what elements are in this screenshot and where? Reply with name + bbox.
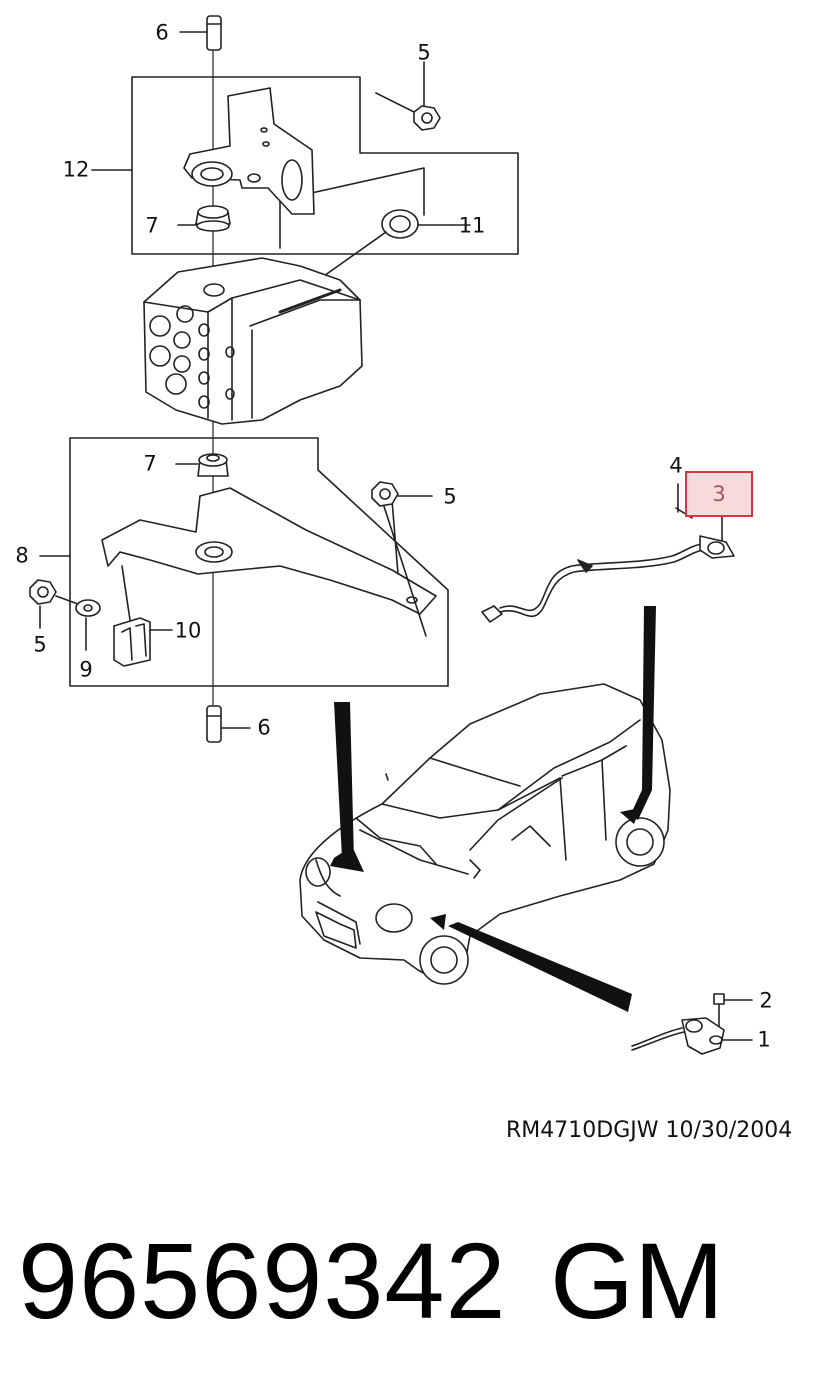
callout-1: 1 bbox=[757, 1027, 771, 1052]
callout-7-top: 7 bbox=[145, 213, 159, 238]
rubber-damper bbox=[113, 565, 173, 667]
drawing-code-date: RM4710DGJW 10/30/2004 bbox=[506, 1118, 793, 1143]
part-number: 96569342 bbox=[18, 1220, 507, 1341]
abs-hydraulic-unit bbox=[143, 257, 363, 425]
washer bbox=[75, 599, 101, 651]
callout-12: 12 bbox=[62, 157, 90, 182]
lower-bracket bbox=[101, 487, 437, 637]
callout-5-lower-right: 5 bbox=[443, 484, 457, 509]
brand-name: GM bbox=[550, 1220, 724, 1341]
nut-lower-right bbox=[371, 481, 433, 507]
callout-5-lower-left: 5 bbox=[33, 632, 47, 657]
grommet-lower bbox=[175, 453, 229, 477]
nut-lower-left bbox=[29, 579, 79, 629]
callout-leaders bbox=[91, 169, 471, 226]
lower-bracket-group-frame bbox=[39, 437, 449, 687]
location-pointers bbox=[330, 606, 656, 1012]
upper-bracket bbox=[183, 87, 315, 215]
bolt-top bbox=[179, 15, 222, 51]
callout-11: 11 bbox=[458, 213, 486, 238]
callout-2: 2 bbox=[759, 988, 773, 1013]
car-outline bbox=[299, 683, 671, 985]
bolt-bottom bbox=[206, 705, 251, 743]
callout-3-highlighted[interactable]: 3 bbox=[685, 471, 753, 517]
callout-6-top: 6 bbox=[155, 20, 169, 45]
upper-bracket-group-frame bbox=[131, 76, 519, 255]
rear-wheel-speed-sensor bbox=[481, 483, 735, 623]
callout-10: 10 bbox=[174, 618, 202, 643]
callout-6-bottom: 6 bbox=[257, 715, 271, 740]
callout-4: 4 bbox=[669, 453, 683, 478]
callout-7-lower: 7 bbox=[143, 451, 157, 476]
callout-8: 8 bbox=[15, 543, 29, 568]
grommet-top bbox=[177, 205, 231, 232]
nut-top-right bbox=[375, 61, 441, 131]
callout-5-top: 5 bbox=[417, 40, 431, 65]
front-wheel-speed-sensor bbox=[631, 993, 753, 1055]
callout-9: 9 bbox=[79, 657, 93, 682]
